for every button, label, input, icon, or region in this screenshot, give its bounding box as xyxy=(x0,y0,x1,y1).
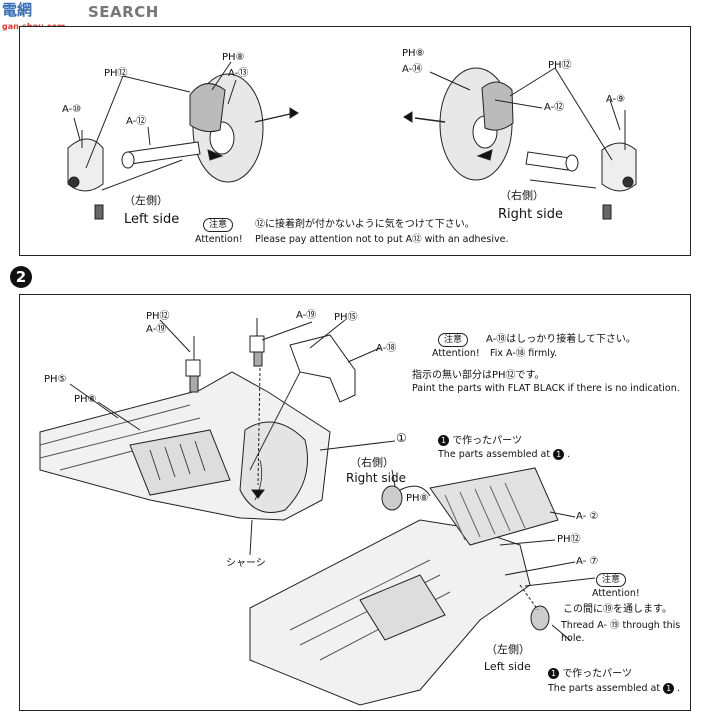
step-ref-icon: 1 xyxy=(663,683,675,694)
part-ph12-a: PH⑫ xyxy=(146,311,170,322)
watermark-brand: 電網 xyxy=(2,1,33,19)
step1-right-side-jp: （右側） xyxy=(500,189,544,202)
step1-left-side-jp: （左側） xyxy=(124,194,168,207)
part-ph8-a: PH⑧ xyxy=(74,394,97,405)
step1-left-side-en: Left side xyxy=(124,212,180,227)
step2-chassis-jp: シャーシ xyxy=(226,558,266,569)
assembled1-en-text: The parts assembled at xyxy=(438,449,551,460)
assembled1-jp-text: で作ったパーツ xyxy=(452,435,522,447)
step2-note1-en: Fix A-⑱ firmly. xyxy=(490,348,558,359)
part-a18-bracket xyxy=(289,334,356,403)
step2-note1-jp: A-⑱はしっかり接着して下さい。 xyxy=(486,334,636,345)
step1-note-badge: 注意 xyxy=(203,218,234,232)
part-1: ① xyxy=(396,431,407,445)
step2-paint-en: Paint the parts with FLAT BLACK if there… xyxy=(412,383,680,394)
left-side-part xyxy=(530,605,550,631)
step1-note-en: Please pay attention not to put A⑫ with … xyxy=(255,234,509,245)
step2-assembled1-en: The parts assembled at 1 . xyxy=(438,449,571,460)
part-ph8-b: PH⑧ xyxy=(406,493,429,504)
part-a12-left: A-⑫ xyxy=(126,116,147,127)
step2-note1-badge: 注意 xyxy=(438,333,469,347)
part-a19-a: A-⑲ xyxy=(146,324,167,335)
part-a2: A- ② xyxy=(576,511,599,522)
part-a13: A-⑬ xyxy=(228,68,249,79)
step2-assembled2-jp: 1 で作ったパーツ xyxy=(548,668,632,680)
step2-paint-jp: 指示の無い部分はPH⑫です。 xyxy=(412,370,545,381)
step2-note2-jp: この間に⑲を通します。 xyxy=(563,604,672,615)
right-side-part xyxy=(381,485,403,511)
step-ref-icon: 1 xyxy=(438,435,449,446)
radiator xyxy=(429,467,559,546)
part-ph8-right: PH⑧ xyxy=(402,48,425,59)
part-a19-b: A-⑲ xyxy=(296,310,317,321)
step-ref-icon: 1 xyxy=(548,668,559,679)
step2-note2-en-line1: Thread A- ⑲ through this xyxy=(561,620,681,631)
part-ph12-right: PH⑫ xyxy=(548,60,572,71)
part-a7: A- ⑦ xyxy=(576,556,599,567)
step2-right-side-en: Right side xyxy=(346,471,406,485)
assembled2-jp-text: で作ったパーツ xyxy=(562,668,632,680)
step2-note1-attention: Attention! xyxy=(432,348,480,359)
part-ph12-b: PH⑫ xyxy=(557,534,581,545)
step2-right-side-jp: （右側） xyxy=(350,456,394,469)
step2-number: 2 xyxy=(10,266,32,288)
step2-note2-en-line2: hole. xyxy=(561,633,585,644)
step1-note-attention: Attention! xyxy=(195,234,243,245)
part-a14: A-⑭ xyxy=(402,64,423,75)
part-a12-right: A-⑫ xyxy=(544,102,565,113)
part-ph5: PH⑤ xyxy=(44,374,67,385)
step1-right-side-en: Right side xyxy=(498,207,563,222)
part-ph8-left: PH⑧ xyxy=(222,52,245,63)
step-ref-icon: 1 xyxy=(553,449,565,460)
step1-note-jp: ⑫に接着剤が付かないように気をつけて下さい。 xyxy=(255,219,475,230)
part-a18: A-⑱ xyxy=(376,343,397,354)
part-ph12-left: PH⑫ xyxy=(104,68,128,79)
step2-left-side-jp: （左側） xyxy=(486,643,530,656)
part-a10: A-⑩ xyxy=(62,104,82,115)
part-a9: A-⑨ xyxy=(606,94,626,105)
right-shaft xyxy=(525,151,571,171)
watermark-logo: SEARCH xyxy=(88,3,159,21)
step2-assembled1-jp: 1 で作ったパーツ xyxy=(438,435,522,447)
step1-panel xyxy=(19,26,691,256)
step2-note2-attention: Attention! xyxy=(592,588,640,599)
step2-assembled2-en: The parts assembled at 1 . xyxy=(548,683,681,694)
assembled2-en-text: The parts assembled at xyxy=(548,683,661,694)
part-ph15: PH⑮ xyxy=(334,312,358,323)
step2-left-side-en: Left side xyxy=(484,660,531,673)
step2-note2-badge: 注意 xyxy=(596,573,627,587)
